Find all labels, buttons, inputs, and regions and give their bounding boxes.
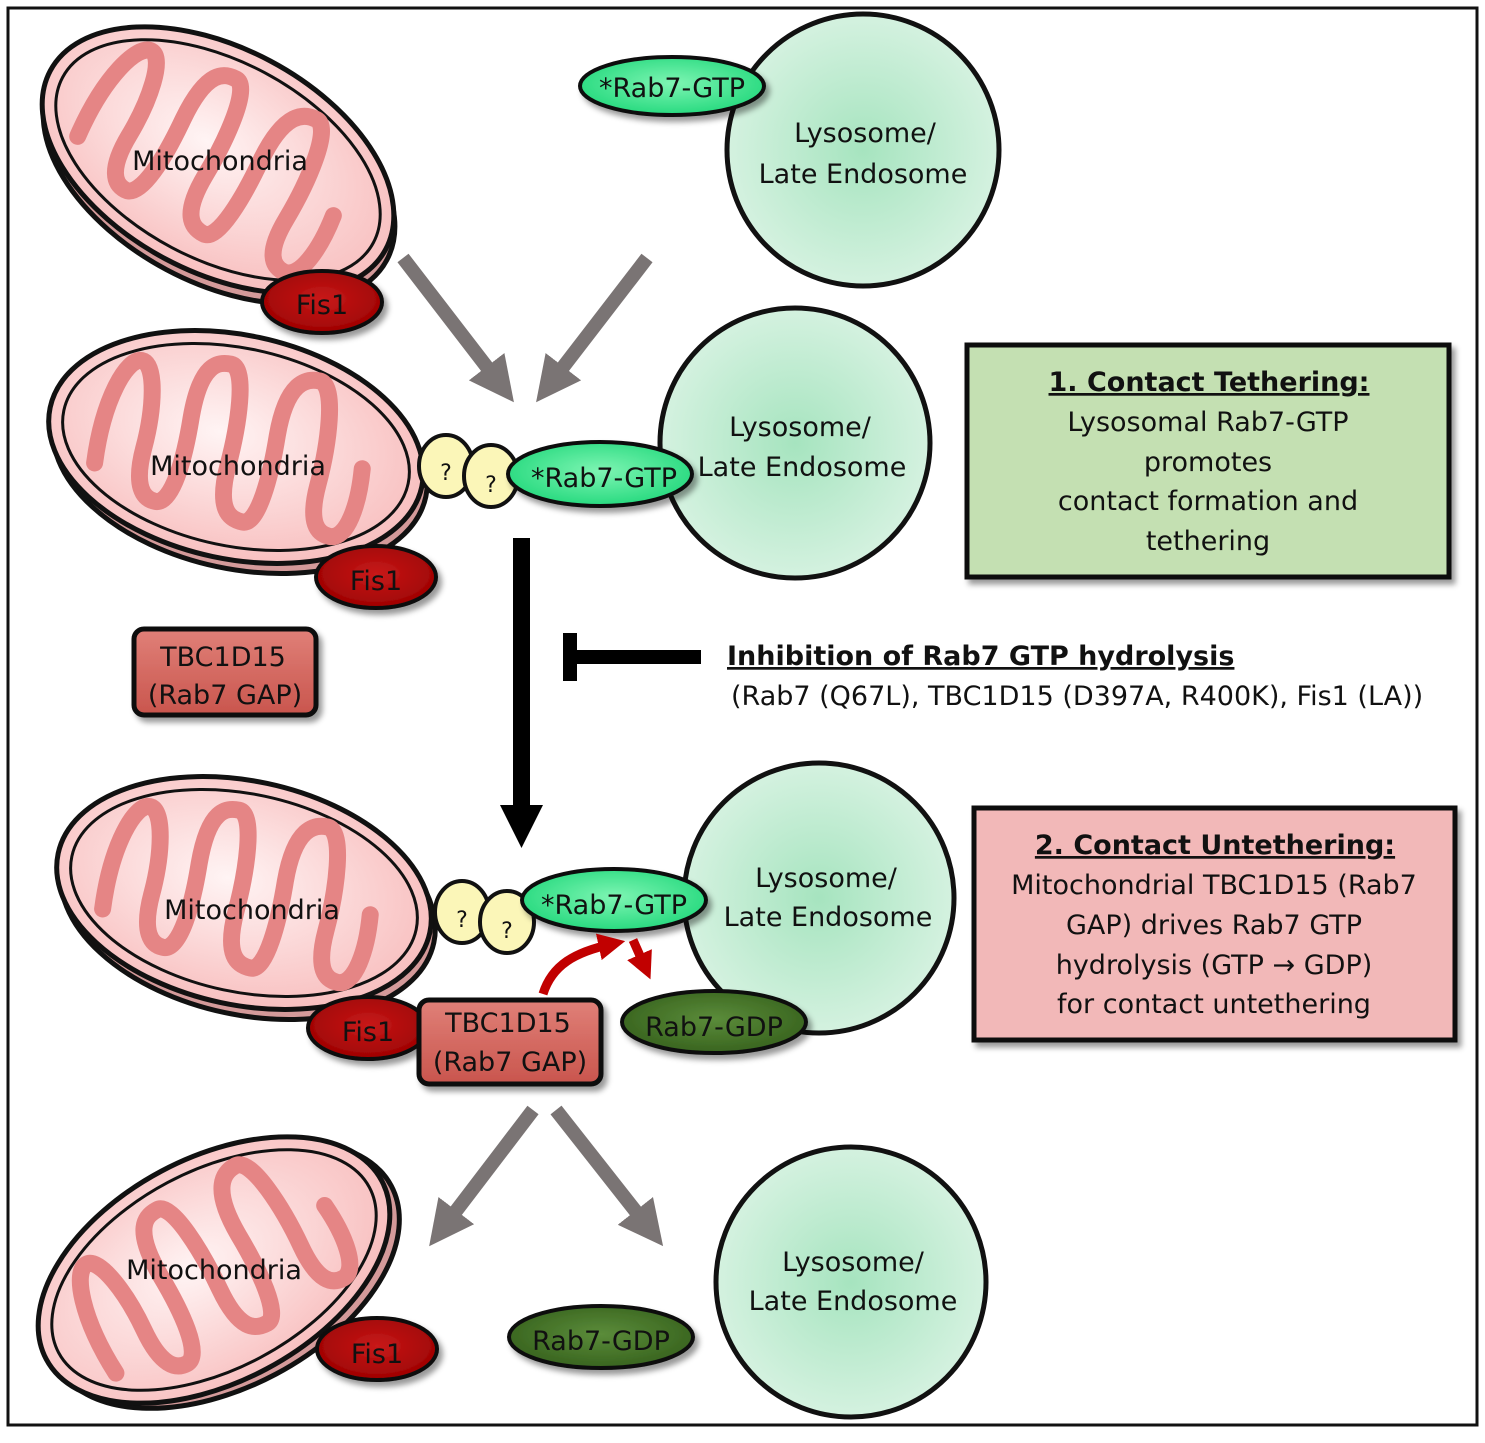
unknown-adaptor-2-untethering bbox=[478, 889, 536, 955]
lysosome-label-untethering-line1: Lysosome/ bbox=[755, 863, 898, 894]
gray-arrow-to-mito bbox=[429, 1105, 539, 1247]
untethering-box bbox=[971, 805, 1458, 1043]
mitochondria-label-untethering: Mitochondria bbox=[164, 895, 340, 926]
gray-arrow-mito-to-contact bbox=[397, 253, 514, 403]
tbc1d15-free-line2: (Rab7 GAP) bbox=[148, 680, 302, 711]
gray-arrow-to-lyso bbox=[550, 1105, 664, 1247]
tethering-box-line-3: contact formation and bbox=[1058, 486, 1358, 517]
lysosome-label-separated-line2: Late Endosome bbox=[749, 1286, 958, 1317]
tbc1d15-bound bbox=[416, 997, 604, 1087]
mitochondria-label-top: Mitochondria bbox=[132, 146, 308, 177]
tethering-box-line-4: tethering bbox=[1146, 526, 1270, 557]
red-arrow-gap-activity bbox=[538, 933, 626, 996]
fis1-label-tethered: Fis1 bbox=[350, 566, 402, 597]
progression-arrow bbox=[500, 538, 543, 848]
tbc1d15-free bbox=[131, 626, 319, 718]
lysosome-label-top-line1: Lysosome/ bbox=[794, 118, 937, 149]
question-mark-1-untethering: ? bbox=[456, 908, 468, 933]
lysosome-label-top-line2: Late Endosome bbox=[759, 159, 968, 190]
tethering-box-title: 1. Contact Tethering: bbox=[1049, 367, 1370, 398]
rab7-gdp-label-untethering: Rab7-GDP bbox=[645, 1012, 783, 1043]
tethering-box-line-2: promotes bbox=[1144, 447, 1272, 478]
tbc1d15-bound-line1: TBC1D15 bbox=[444, 1008, 571, 1039]
question-mark-2-tethered: ? bbox=[485, 473, 497, 498]
tbc1d15-bound-line2: (Rab7 GAP) bbox=[433, 1047, 587, 1078]
fis1-tethered bbox=[314, 544, 438, 610]
lysosome-label-separated-line1: Lysosome/ bbox=[782, 1247, 925, 1278]
rab7-gtp-label-untethering: *Rab7-GTP bbox=[541, 890, 687, 921]
lysosome-separated bbox=[713, 1144, 989, 1420]
inhibition-t-bar bbox=[563, 633, 701, 681]
lysosome-label-untethering-line2: Late Endosome bbox=[724, 902, 933, 933]
rab7-gdp-untethering bbox=[620, 989, 808, 1055]
question-mark-2-untethering: ? bbox=[501, 919, 513, 944]
question-mark-1-tethered: ? bbox=[440, 461, 452, 486]
untethering-box-line-2: GAP) drives Rab7 GTP bbox=[1066, 910, 1362, 941]
fis1-label-separated: Fis1 bbox=[351, 1339, 403, 1370]
lysosome-top bbox=[724, 11, 1002, 289]
fis1-label-top: Fis1 bbox=[296, 290, 348, 321]
gray-arrow-lyso-to-contact bbox=[536, 253, 653, 403]
lysosome-tethered bbox=[657, 305, 933, 581]
untethering-box-title: 2. Contact Untethering: bbox=[1035, 830, 1395, 861]
lysosome-label-tethered-line2: Late Endosome bbox=[698, 452, 907, 483]
fis1-top bbox=[260, 269, 384, 335]
tethering-box bbox=[964, 342, 1452, 580]
rab7-gtp-label-tethered: *Rab7-GTP bbox=[531, 463, 677, 494]
lysosome-label-tethered-line1: Lysosome/ bbox=[729, 412, 872, 443]
fis1-separated bbox=[315, 1316, 439, 1382]
untethering-box-line-3: hydrolysis (GTP → GDP) bbox=[1056, 950, 1373, 981]
rab7-gtp-top bbox=[578, 55, 766, 117]
rab7-gdp-separated bbox=[507, 1304, 695, 1370]
inhibition-title: Inhibition of Rab7 GTP hydrolysis bbox=[727, 641, 1234, 672]
untethering-box-line-4: for contact untethering bbox=[1057, 989, 1371, 1020]
tbc1d15-free-line1: TBC1D15 bbox=[159, 642, 286, 673]
tethering-box-line-1: Lysosomal Rab7-GTP bbox=[1067, 407, 1348, 438]
untethering-box-line-1: Mitochondrial TBC1D15 (Rab7 bbox=[1011, 870, 1417, 901]
rab7-gtp-untethering bbox=[520, 867, 708, 933]
mitochondria-label-separated: Mitochondria bbox=[126, 1255, 302, 1286]
rab7-gtp-tethered bbox=[506, 440, 694, 508]
rab7-gtp-label-top: *Rab7-GTP bbox=[599, 73, 745, 104]
red-arrow-gtp-to-gdp bbox=[627, 938, 652, 980]
rab7-gdp-label-separated: Rab7-GDP bbox=[532, 1326, 670, 1357]
fis1-label-untethering: Fis1 bbox=[342, 1017, 394, 1048]
inhibition-detail: (Rab7 (Q67L), TBC1D15 (D397A, R400K), Fi… bbox=[731, 681, 1423, 712]
mitochondria-label-tethered: Mitochondria bbox=[150, 451, 326, 482]
